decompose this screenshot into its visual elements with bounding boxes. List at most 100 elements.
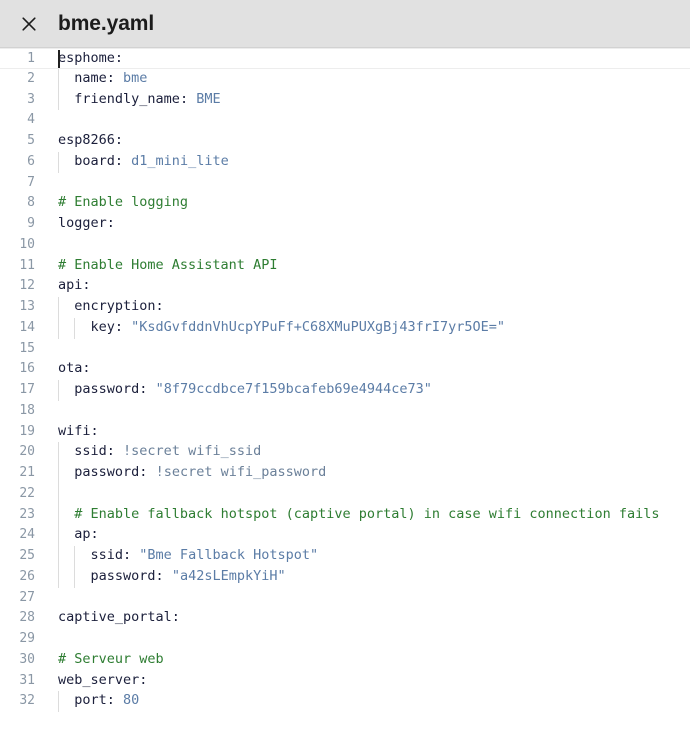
code-line[interactable]: 10: [0, 235, 690, 256]
code-line[interactable]: 17 password: "8f79ccdbce7f159bcafeb69e49…: [0, 380, 690, 401]
code-text[interactable]: esphome:: [44, 48, 690, 69]
code-text[interactable]: ssid: "Bme Fallback Hotspot": [44, 546, 690, 567]
code-text[interactable]: password: "8f79ccdbce7f159bcafeb69e4944c…: [44, 380, 690, 401]
page-title: bme.yaml: [58, 11, 155, 35]
code-text[interactable]: [44, 110, 690, 131]
code-tokens: board: d1_mini_lite: [58, 152, 228, 169]
code-line[interactable]: 15: [0, 339, 690, 360]
code-tokens: password: !secret wifi_password: [58, 464, 326, 480]
code-line[interactable]: 18: [0, 401, 690, 422]
token-key: password: [90, 567, 156, 584]
code-text[interactable]: # Serveur web: [44, 650, 690, 671]
token-key: ap: [74, 526, 91, 543]
code-text[interactable]: [44, 588, 690, 609]
code-line[interactable]: 6 board: d1_mini_lite: [0, 151, 690, 173]
token-punct: :: [82, 360, 91, 377]
token-punct: :: [139, 464, 156, 480]
code-line[interactable]: 26 password: "a42sLEmpkYiH": [0, 566, 690, 588]
code-text[interactable]: password: "a42sLEmpkYiH": [44, 566, 690, 588]
line-number: 4: [27, 112, 35, 128]
code-text[interactable]: encryption:: [44, 297, 690, 318]
code-line[interactable]: 14 key: "KsdGvfddnVhUcpYPuFf+C68XMuPUXgB…: [0, 317, 690, 339]
code-text[interactable]: password: !secret wifi_password: [44, 463, 690, 484]
token-punct: :: [90, 422, 99, 439]
close-icon[interactable]: [16, 11, 42, 37]
token-comment: # Enable Home Assistant API: [58, 256, 278, 273]
code-text[interactable]: port: 80: [44, 691, 690, 712]
code-text[interactable]: key: "KsdGvfddnVhUcpYPuFf+C68XMuPUXgBj43…: [44, 317, 690, 339]
code-text[interactable]: web_server:: [44, 671, 690, 692]
token-str: "Bme Fallback Hotspot": [139, 547, 319, 563]
code-text[interactable]: [44, 339, 690, 360]
line-number: 32: [19, 693, 35, 709]
indent-guide: [58, 89, 59, 111]
token-key: ota: [58, 360, 83, 377]
code-text[interactable]: [44, 235, 690, 256]
code-text[interactable]: name: bme: [44, 68, 690, 90]
line-number: 15: [19, 340, 35, 356]
code-tokens: web_server:: [58, 672, 147, 688]
token-num: 80: [123, 692, 140, 709]
code-line[interactable]: 2 name: bme: [0, 68, 690, 90]
token-key: esphome: [58, 50, 115, 66]
code-text[interactable]: api:: [44, 276, 690, 297]
code-text[interactable]: captive_portal:: [44, 608, 690, 629]
line-number: 8: [27, 195, 35, 211]
code-text[interactable]: wifi:: [44, 422, 690, 443]
code-line[interactable]: 23 # Enable fallback hotspot (captive po…: [0, 504, 690, 526]
code-line[interactable]: 4: [0, 110, 690, 131]
token-key: logger: [58, 215, 107, 231]
code-text[interactable]: friendly_name: BME: [44, 89, 690, 111]
code-text[interactable]: ota:: [44, 359, 690, 380]
token-key: wifi: [58, 422, 91, 439]
code-text[interactable]: [44, 401, 690, 422]
token-punct: :: [114, 318, 132, 335]
code-line[interactable]: 32 port: 80: [0, 691, 690, 712]
code-text[interactable]: ap:: [44, 525, 690, 546]
indent-guide: [58, 151, 59, 173]
code-text[interactable]: board: d1_mini_lite: [44, 151, 690, 173]
line-number: 9: [27, 216, 35, 231]
code-line[interactable]: 27: [0, 588, 690, 609]
code-text[interactable]: # Enable fallback hotspot (captive porta…: [44, 504, 690, 526]
code-line[interactable]: 31 web_server:: [0, 671, 690, 692]
code-text[interactable]: [44, 629, 690, 650]
code-text[interactable]: # Enable logging: [44, 193, 690, 214]
token-key: board: [74, 152, 115, 169]
code-text[interactable]: [44, 483, 690, 505]
code-text[interactable]: # Enable Home Assistant API: [44, 256, 690, 277]
line-number: 2: [27, 70, 35, 86]
code-text[interactable]: esp8266:: [44, 131, 690, 152]
code-line[interactable]: 24 ap:: [0, 525, 690, 546]
code-line[interactable]: 3 friendly_name: BME: [0, 89, 690, 111]
code-text[interactable]: logger:: [44, 214, 690, 235]
code-line[interactable]: 13 encryption:: [0, 297, 690, 318]
code-line[interactable]: 11# Enable Home Assistant API: [0, 256, 690, 277]
token-punct: :: [106, 69, 124, 86]
line-number: 21: [19, 465, 35, 480]
code-line[interactable]: 22: [0, 483, 690, 505]
indent-guide: [58, 691, 59, 712]
code-line[interactable]: 30# Serveur web: [0, 650, 690, 671]
line-number: 31: [19, 672, 35, 688]
code-line[interactable]: 7: [0, 173, 690, 194]
code-line[interactable]: 20 ssid: !secret wifi_ssid: [0, 442, 690, 463]
code-line[interactable]: 29: [0, 629, 690, 650]
code-line[interactable]: 9 logger:: [0, 214, 690, 235]
code-text[interactable]: [44, 173, 690, 194]
code-tokens: # Enable logging: [58, 194, 188, 210]
code-line[interactable]: 8 # Enable logging: [0, 193, 690, 214]
code-line[interactable]: 21 password: !secret wifi_password: [0, 463, 690, 484]
code-line[interactable]: 25 ssid: "Bme Fallback Hotspot": [0, 546, 690, 567]
code-tokens: port: 80: [58, 692, 139, 708]
code-text[interactable]: ssid: !secret wifi_ssid: [44, 442, 690, 463]
